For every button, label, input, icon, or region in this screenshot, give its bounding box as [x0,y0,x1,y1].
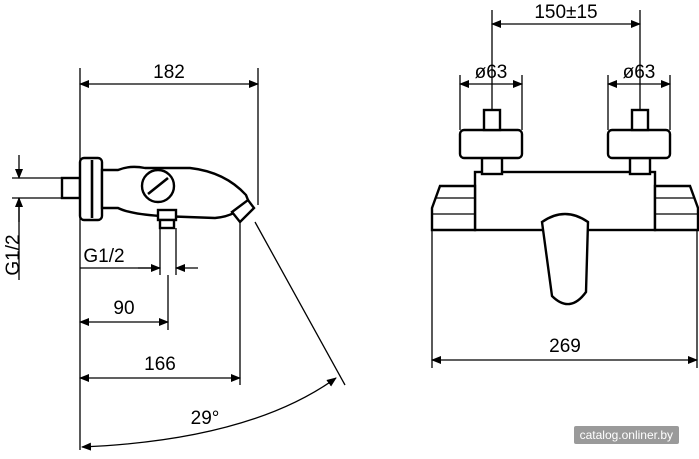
dim-side-depth-90: 90 [113,298,134,319]
dim-front-centers: 150±15 [534,2,597,23]
dim-front-diameter-right: ø63 [623,62,656,83]
dim-side-depth-166: 166 [144,354,176,375]
dim-front-diameter-left: ø63 [475,62,508,83]
dim-side-thread-vertical: G1/2 [3,234,24,275]
watermark-label: catalog.onliner.by [573,426,679,444]
dim-side-length: 182 [153,62,185,83]
dim-front-width: 269 [549,336,581,357]
dim-side-thread-horizontal: G1/2 [83,246,124,267]
side-view: 182 G1/2 G1/2 90 166 29° [3,62,346,451]
front-view: 150±15 ø63 ø63 269 [430,2,699,368]
dim-side-angle: 29° [191,408,220,429]
